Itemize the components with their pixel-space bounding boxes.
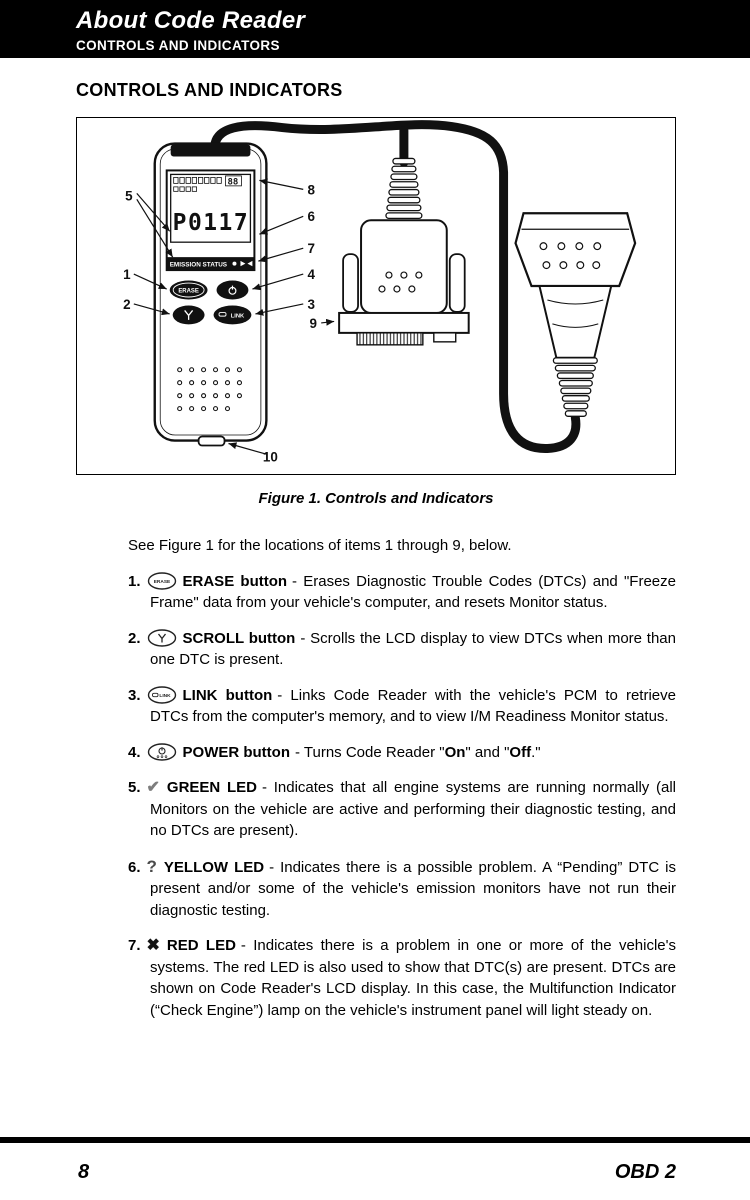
callout-5: 5: [125, 188, 133, 203]
item-number: 2.: [128, 629, 141, 647]
page-number: 8: [78, 1161, 90, 1183]
callout-9: 9: [309, 316, 316, 331]
item-label: RED LED: [166, 937, 236, 954]
item-number: 4.: [128, 743, 141, 761]
lcd-counter: 88: [227, 177, 238, 187]
item-text: - Indicates that all engine systems are …: [150, 779, 676, 839]
callout-lines: [133, 178, 335, 456]
item-text: - Indicates there is a problem in one or…: [150, 937, 676, 1019]
callout-2: 2: [123, 297, 130, 312]
list-item-red-led: 7. ✖ RED LED- Indicates there is a problem…: [128, 935, 676, 1021]
item-label: GREEN LED: [166, 779, 257, 796]
callout-10: 10: [263, 449, 278, 464]
db15-strain-relief: [385, 157, 423, 220]
item-bold-on: On: [444, 743, 466, 761]
callout-7: 7: [307, 241, 314, 256]
intro-paragraph: See Figure 1 for the locations of items …: [128, 537, 512, 554]
power-button: [216, 280, 249, 300]
list-item-yellow-led: 6.? YELLOW LED- Indicates there is a poss…: [128, 856, 676, 922]
lcd-monitor-icons: [173, 175, 242, 192]
list-item-link: 3. LINK LINK button- Links Code Reader wit…: [128, 685, 676, 728]
callout-numbers: 5 8 6 7 4 3 1 2 9 10: [123, 182, 317, 464]
obd2-strain-relief: [552, 357, 598, 417]
item-number: 7.: [128, 937, 141, 954]
item-text: - Links Code Reader with the vehicle's P…: [150, 686, 676, 726]
section-heading: CONTROLS AND INDICATORS: [76, 80, 343, 100]
green-led-icon: ✔: [146, 779, 160, 796]
item-label: ERASE button: [182, 572, 288, 590]
item-number: 3.: [128, 686, 141, 704]
list-item-erase: 1. ERASE ERASE button- Erases Diagnostic T…: [128, 571, 676, 614]
svg-text:ERASE: ERASE: [153, 579, 170, 585]
scroll-button-icon: [147, 628, 177, 647]
scroll-button: [172, 305, 205, 325]
erase-button: ERASE: [169, 280, 208, 300]
item-number: 1.: [128, 572, 141, 590]
figure-box: 88 P0117 EMISSION STATUS ERASE: [76, 117, 676, 475]
item-text: - Scrolls the LCD display to view DTCs w…: [150, 629, 676, 669]
callout-3: 3: [307, 297, 314, 312]
footer-rule: [0, 1137, 750, 1143]
red-led: [247, 260, 253, 267]
item-label: POWER button: [182, 743, 290, 761]
emission-status-label: EMISSION STATUS: [170, 262, 227, 269]
speaker-grille: [177, 367, 242, 412]
chapter-title: About Code Reader: [76, 7, 306, 34]
page-body: CONTROLS AND INDICATORS: [0, 58, 750, 1021]
item-number: 6.: [128, 858, 141, 876]
db15-connector: [338, 157, 470, 346]
item-bold-off: Off: [509, 743, 532, 761]
doc-label: OBD 2: [614, 1161, 676, 1183]
code-reader-device: 88 P0117 EMISSION STATUS ERASE: [153, 142, 268, 447]
red-led-icon: ✖: [146, 937, 160, 954]
lcd-dtc-readout: P0117: [173, 210, 249, 236]
item-text-mid: " and ": [465, 743, 510, 761]
list-item-power: 4. POWER button - Turns Code Reader "On" a…: [128, 742, 676, 764]
obd2-connector: [514, 212, 637, 417]
item-text: - Indicates there is a possible problem.…: [150, 858, 677, 919]
svg-text:ERASE: ERASE: [178, 289, 199, 295]
cable-entry-cap: [170, 144, 251, 157]
item-label: YELLOW LED: [163, 858, 265, 876]
svg-text:LINK: LINK: [231, 313, 245, 319]
green-led: [232, 261, 237, 266]
link-button-icon: LINK: [147, 685, 177, 704]
callout-1: 1: [123, 267, 131, 282]
item-label: SCROLL button: [182, 629, 296, 647]
chapter-subtitle: CONTROLS AND INDICATORS: [76, 38, 280, 53]
item-label: LINK button: [182, 686, 273, 704]
figure1-illustration: 88 P0117 EMISSION STATUS ERASE: [123, 120, 637, 464]
yellow-led: [240, 260, 246, 267]
item-number: 5.: [128, 779, 141, 796]
item-text-post: .": [531, 743, 541, 761]
erase-button-icon: ERASE: [147, 571, 177, 590]
list-item-green-led: 5. ✔ GREEN LED- Indicates that all engine …: [128, 777, 676, 842]
link-button: LINK: [213, 305, 252, 325]
power-button-icon: [147, 742, 177, 761]
page-header: About Code Reader CONTROLS AND INDICATOR…: [0, 0, 750, 58]
callout-4: 4: [307, 267, 315, 282]
callout-8: 8: [307, 182, 315, 197]
list-item-scroll: 2. SCROLL button- Scrolls the LCD display…: [128, 628, 676, 671]
figure-caption: Figure 1. Controls and Indicators: [258, 490, 494, 507]
item-text-pre: - Turns Code Reader ": [295, 743, 445, 761]
item-text: - Erases Diagnostic Trouble Codes (DTCs)…: [150, 572, 676, 612]
svg-text:LINK: LINK: [159, 693, 171, 699]
controls-list: 1. ERASE ERASE button- Erases Diagnostic T…: [128, 571, 676, 1022]
emission-status-bar: [166, 257, 255, 271]
bottom-tab: [197, 435, 226, 447]
obd-cable: [210, 120, 581, 453]
yellow-led-icon: ?: [146, 856, 157, 876]
callout-6: 6: [307, 209, 314, 224]
